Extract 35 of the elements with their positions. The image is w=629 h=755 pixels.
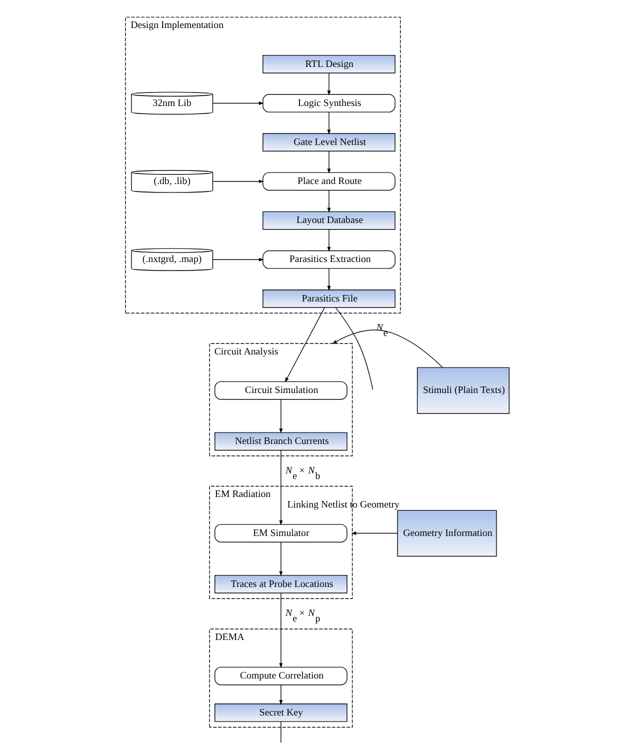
arrow <box>212 102 264 105</box>
node-box: Place and Route <box>262 172 396 191</box>
node-box: Traces at Probe Locations <box>214 574 348 594</box>
arrow <box>279 450 283 526</box>
connector <box>280 721 282 744</box>
node-box: Stimuli (Plain Texts) <box>416 367 510 414</box>
node-label: Linking Netlist to Geometry <box>287 500 400 511</box>
arrow <box>327 190 331 213</box>
node-box: Geometry Information <box>397 510 497 557</box>
arrow <box>332 330 443 368</box>
node-box: Parasitics File <box>262 289 396 308</box>
arrow <box>351 532 398 535</box>
arrow <box>279 399 283 434</box>
node-box: Circuit Simulation <box>214 381 348 400</box>
node-box: Parasitics Extraction <box>262 250 396 269</box>
arrow <box>279 592 283 668</box>
arrow <box>327 229 331 252</box>
node-box: Netlist Branch Currents <box>214 432 348 451</box>
arrow <box>212 180 264 184</box>
arrow <box>212 258 264 262</box>
arrow <box>327 150 331 174</box>
arrow <box>279 542 283 576</box>
arrow <box>327 112 331 135</box>
node-box: RTL Design <box>262 54 396 74</box>
arrow <box>327 72 331 96</box>
node-box: Layout Database <box>262 211 396 230</box>
arrow <box>279 684 283 705</box>
arrow <box>284 307 325 382</box>
arrow <box>327 268 331 291</box>
node-box: EM Simulator <box>214 524 348 542</box>
node-box: Gate Level Netlist <box>262 133 396 152</box>
connector <box>335 307 374 390</box>
node-box: Logic Synthesis <box>262 94 396 112</box>
node-box: Compute Correlation <box>214 666 348 686</box>
node-box: Secret Key <box>214 704 348 722</box>
